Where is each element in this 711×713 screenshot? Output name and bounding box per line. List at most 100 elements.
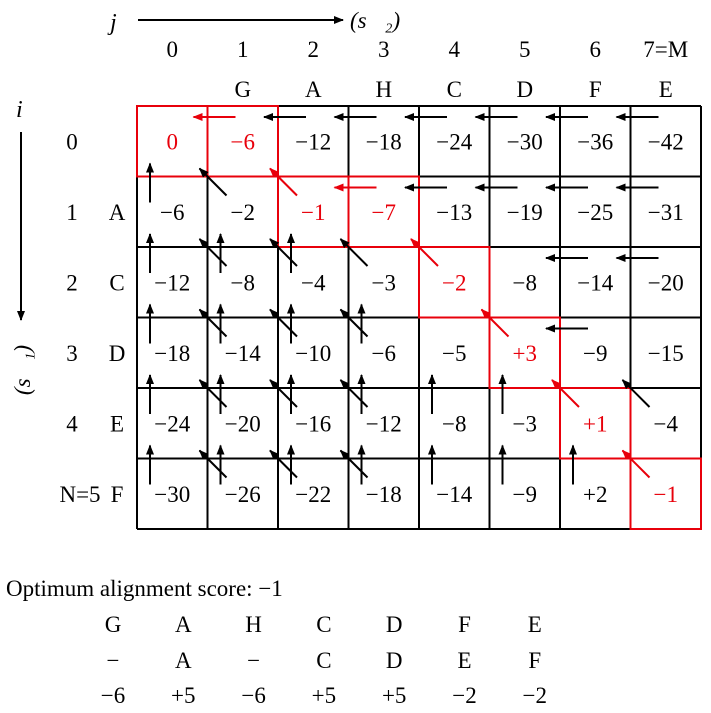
- matrix-cell-value: −6: [231, 129, 255, 154]
- alignment-scores-item: +5: [381, 683, 407, 708]
- matrix-cell-value: −9: [513, 482, 537, 507]
- diagonal-arrow: [551, 379, 580, 408]
- diagonal-arrow: [339, 449, 369, 479]
- diagonal-arrow: [480, 308, 510, 338]
- diagonal-arrow: [269, 308, 298, 338]
- alignment-seq1-item: G: [104, 612, 122, 637]
- matrix-cell-value: −8: [231, 270, 255, 295]
- matrix-cell-value: −3: [513, 411, 537, 436]
- column-index: 6: [590, 37, 602, 62]
- matrix-cell-value: −15: [648, 341, 684, 366]
- alignment-scores-item: −2: [452, 683, 477, 708]
- traceback-cell-outline: [629, 457, 702, 530]
- alignment-seq2-item: D: [385, 648, 403, 673]
- matrix-cell-value: −7: [372, 200, 396, 225]
- diagonal-arrow: [269, 238, 298, 267]
- alignment-seq2-item: −: [247, 648, 261, 673]
- diagonal-arrow: [621, 449, 651, 479]
- matrix-cell-value: +1: [583, 411, 607, 436]
- matrix-cell-value: −5: [442, 341, 466, 366]
- column-letter: C: [447, 77, 462, 102]
- matrix-cell-value: −18: [366, 482, 402, 507]
- matrix-cell-value: −19: [507, 200, 543, 225]
- alignment-scores-item: −2: [522, 683, 548, 708]
- matrix-cell-value: −20: [225, 411, 261, 436]
- column-index: 5: [519, 37, 531, 62]
- matrix-cell-value: −30: [154, 482, 190, 507]
- matrix-cell-value: 0: [167, 129, 179, 154]
- row-index: 0: [66, 129, 78, 154]
- row-letter: F: [111, 482, 124, 507]
- row-letter: C: [109, 270, 124, 295]
- diagonal-arrow: [339, 238, 369, 267]
- matrix-cell-value: −9: [583, 341, 607, 366]
- column-index: 2: [308, 37, 320, 62]
- matrix-cell-value: −8: [442, 411, 466, 436]
- matrix-cell-value: −10: [295, 341, 331, 366]
- column-letter: H: [375, 77, 392, 102]
- matrix-cell-value: −30: [507, 129, 543, 154]
- column-letter: F: [589, 77, 602, 102]
- traceback-cell-outline: [206, 105, 279, 178]
- diagonal-arrow: [198, 379, 228, 408]
- alignment-seq2-item: A: [174, 648, 192, 673]
- matrix-cell-value: −24: [436, 129, 472, 154]
- matrix-cell-value: −26: [225, 482, 261, 507]
- column-index: 0: [167, 37, 179, 62]
- row-index: 4: [66, 411, 78, 436]
- diagonal-arrow: [198, 308, 228, 338]
- column-index: 1: [237, 37, 249, 62]
- row-index: N=5: [59, 482, 100, 507]
- matrix-cell-value: −16: [295, 411, 331, 436]
- matrix-cell-value: −4: [301, 270, 326, 295]
- alignment-score-caption: Optimum alignment score: −1: [6, 576, 283, 601]
- diagonal-arrow: [339, 379, 369, 408]
- matrix-cell-value: −13: [436, 200, 472, 225]
- diagonal-arrow: [198, 449, 228, 479]
- matrix-cell-value: −18: [366, 129, 402, 154]
- alignment-seq2-item: E: [457, 648, 472, 673]
- diagonal-arrow: [621, 379, 651, 408]
- matrix-cell-value: −14: [577, 270, 613, 295]
- row-letter: E: [110, 411, 124, 436]
- column-letter: G: [234, 77, 251, 102]
- row-letter: D: [109, 341, 126, 366]
- diagonal-arrow: [269, 379, 298, 408]
- matrix-cell-value: −14: [225, 341, 261, 366]
- column-index: 7=M: [643, 37, 688, 62]
- matrix-cell-value: +2: [583, 482, 607, 507]
- alignment-pair-scores: −6+5−6+5+5−2−2: [0, 683, 711, 713]
- matrix-cell-value: −12: [154, 270, 190, 295]
- matrix-cell-value: −36: [577, 129, 613, 154]
- diagonal-arrow: [269, 167, 298, 197]
- diagonal-arrow: [269, 449, 298, 479]
- alignment-seq1-item: E: [527, 612, 542, 637]
- matrix-cell-value: −14: [436, 482, 472, 507]
- diagonal-arrow: [198, 167, 228, 197]
- alignment-seq2-item: −: [106, 648, 120, 673]
- matrix-cell-value: −6: [160, 200, 184, 225]
- row-index: 2: [66, 270, 78, 295]
- column-index: 4: [449, 37, 461, 62]
- row-index: 1: [66, 200, 78, 225]
- matrix-cell-value: −20: [648, 270, 684, 295]
- diagonal-arrow: [198, 238, 228, 267]
- traceback-cell-outline: [418, 246, 491, 319]
- traceback-cell-outline: [488, 316, 561, 389]
- j-axis-vector-label: (s⃗₂): [350, 8, 400, 33]
- alignment-seq1-item: D: [385, 612, 403, 637]
- matrix-cell-value: −3: [372, 270, 396, 295]
- alignment-seq1-item: F: [458, 612, 471, 637]
- matrix-cell-value: −8: [513, 270, 537, 295]
- alignment-seq2-item: C: [316, 648, 332, 673]
- alignment-scores-item: −6: [100, 683, 126, 708]
- alignment-seq1-item: A: [174, 612, 192, 637]
- i-axis-label: i: [16, 97, 23, 123]
- matrix-cell-value: −25: [577, 200, 613, 225]
- matrix-cell-value: −12: [295, 129, 331, 154]
- traceback-cell-outline: [559, 387, 632, 460]
- column-letter: D: [516, 77, 533, 102]
- matrix-cell-value: −2: [231, 200, 255, 225]
